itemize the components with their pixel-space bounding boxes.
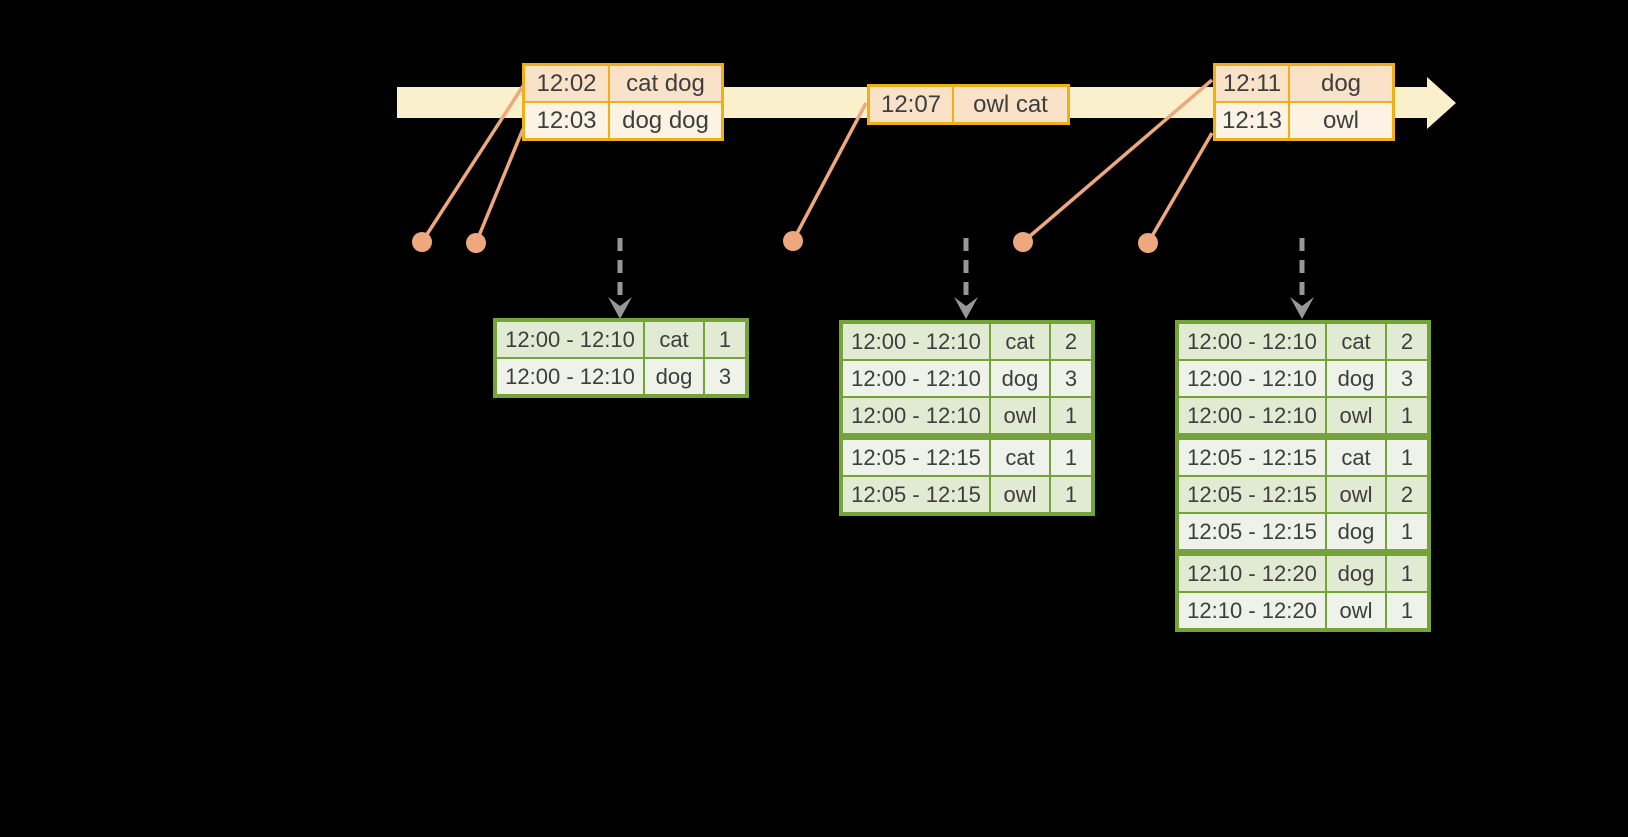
event-time: 12:03 [525,103,608,138]
event-connector-line [474,128,525,244]
event-dot-icon [466,233,486,253]
count-cell: 2 [1387,477,1427,512]
event-table-1207: 12:07 owl cat [867,84,1070,125]
count-cell: 1 [1051,477,1091,512]
count-cell: 1 [1051,440,1091,475]
trigger-arrowhead-icon [954,297,978,319]
result-row: 12:10 - 12:20 dog 1 [1179,556,1427,591]
trigger-arrowhead-icon [1290,297,1314,319]
count-cell: 1 [1051,398,1091,433]
result-row: 12:00 - 12:10 cat 1 [497,322,745,357]
count-cell: 3 [1387,361,1427,396]
result-row: 12:00 - 12:10 dog 3 [843,361,1091,396]
word-cell: dog [1327,514,1385,549]
window-cell: 12:05 - 12:15 [1179,514,1325,549]
window-cell: 12:10 - 12:20 [1179,556,1325,591]
count-cell: 2 [1387,324,1427,359]
window-cell: 12:10 - 12:20 [1179,593,1325,628]
window-cell: 12:05 - 12:15 [1179,440,1325,475]
word-cell: owl [1327,593,1385,628]
event-time: 12:13 [1216,103,1288,138]
result-row: 12:05 - 12:15 owl 2 [1179,477,1427,512]
result-row: 12:00 - 12:10 owl 1 [843,398,1091,433]
trigger-arrowhead-icon [608,297,632,319]
word-cell: owl [1327,398,1385,433]
event-words: dog [1290,66,1392,101]
event-table-1202-1203: 12:02 cat dog 12:03 dog dog [522,63,724,141]
window-cell: 12:00 - 12:10 [843,398,989,433]
result-row: 12:00 - 12:10 dog 3 [497,359,745,394]
word-cell: cat [1327,324,1385,359]
count-cell: 1 [1387,398,1427,433]
result-row: 12:05 - 12:15 owl 1 [843,477,1091,512]
count-cell: 1 [1387,440,1427,475]
result-row: 12:10 - 12:20 owl 1 [1179,593,1427,628]
result-row: 12:05 - 12:15 cat 1 [1179,440,1427,475]
word-cell: cat [991,440,1049,475]
word-cell: cat [1327,440,1385,475]
count-cell: 3 [1051,361,1091,396]
result-table-1: 12:00 - 12:10 cat 1 12:00 - 12:10 dog 3 [493,318,749,398]
window-cell: 12:00 - 12:10 [843,324,989,359]
event-table-1211-1213: 12:11 dog 12:13 owl [1213,63,1395,141]
window-cell: 12:00 - 12:10 [1179,324,1325,359]
event-connector-line [791,102,868,242]
event-time: 12:11 [1216,66,1288,101]
count-cell: 1 [1387,556,1427,591]
word-cell: dog [645,359,703,394]
result-row: 12:00 - 12:10 dog 3 [1179,361,1427,396]
event-dot-icon [1013,232,1033,252]
count-cell: 3 [705,359,745,394]
result-row: 12:00 - 12:10 owl 1 [1179,398,1427,433]
event-time-axis-arrowhead-icon [1427,77,1456,129]
event-connector-line [1146,132,1214,244]
window-cell: 12:00 - 12:10 [1179,398,1325,433]
event-time: 12:07 [870,87,952,122]
word-cell: dog [991,361,1049,396]
event-words: owl cat [954,87,1067,122]
window-cell: 12:00 - 12:10 [843,361,989,396]
window-cell: 12:05 - 12:15 [1179,477,1325,512]
result-row: 12:00 - 12:10 cat 2 [843,324,1091,359]
result-table-3: 12:00 - 12:10 cat 2 12:00 - 12:10 dog 3 … [1175,320,1431,632]
word-cell: dog [1327,361,1385,396]
window-cell: 12:05 - 12:15 [843,477,989,512]
event-words: cat dog [610,66,721,101]
result-row: 12:05 - 12:15 cat 1 [843,440,1091,475]
window-cell: 12:00 - 12:10 [1179,361,1325,396]
word-cell: owl [1327,477,1385,512]
word-cell: dog [1327,556,1385,591]
event-dot-icon [783,231,803,251]
word-cell: owl [991,477,1049,512]
event-words: dog dog [610,103,721,138]
window-cell: 12:00 - 12:10 [497,322,643,357]
result-row: 12:00 - 12:10 cat 2 [1179,324,1427,359]
word-cell: cat [645,322,703,357]
event-dot-icon [1138,233,1158,253]
count-cell: 1 [1387,514,1427,549]
event-words: owl [1290,103,1392,138]
event-time: 12:02 [525,66,608,101]
count-cell: 2 [1051,324,1091,359]
word-cell: owl [991,398,1049,433]
window-cell: 12:00 - 12:10 [497,359,643,394]
window-cell: 12:05 - 12:15 [843,440,989,475]
result-row: 12:05 - 12:15 dog 1 [1179,514,1427,549]
event-dot-icon [412,232,432,252]
result-table-2: 12:00 - 12:10 cat 2 12:00 - 12:10 dog 3 … [839,320,1095,516]
word-cell: cat [991,324,1049,359]
count-cell: 1 [1387,593,1427,628]
count-cell: 1 [705,322,745,357]
